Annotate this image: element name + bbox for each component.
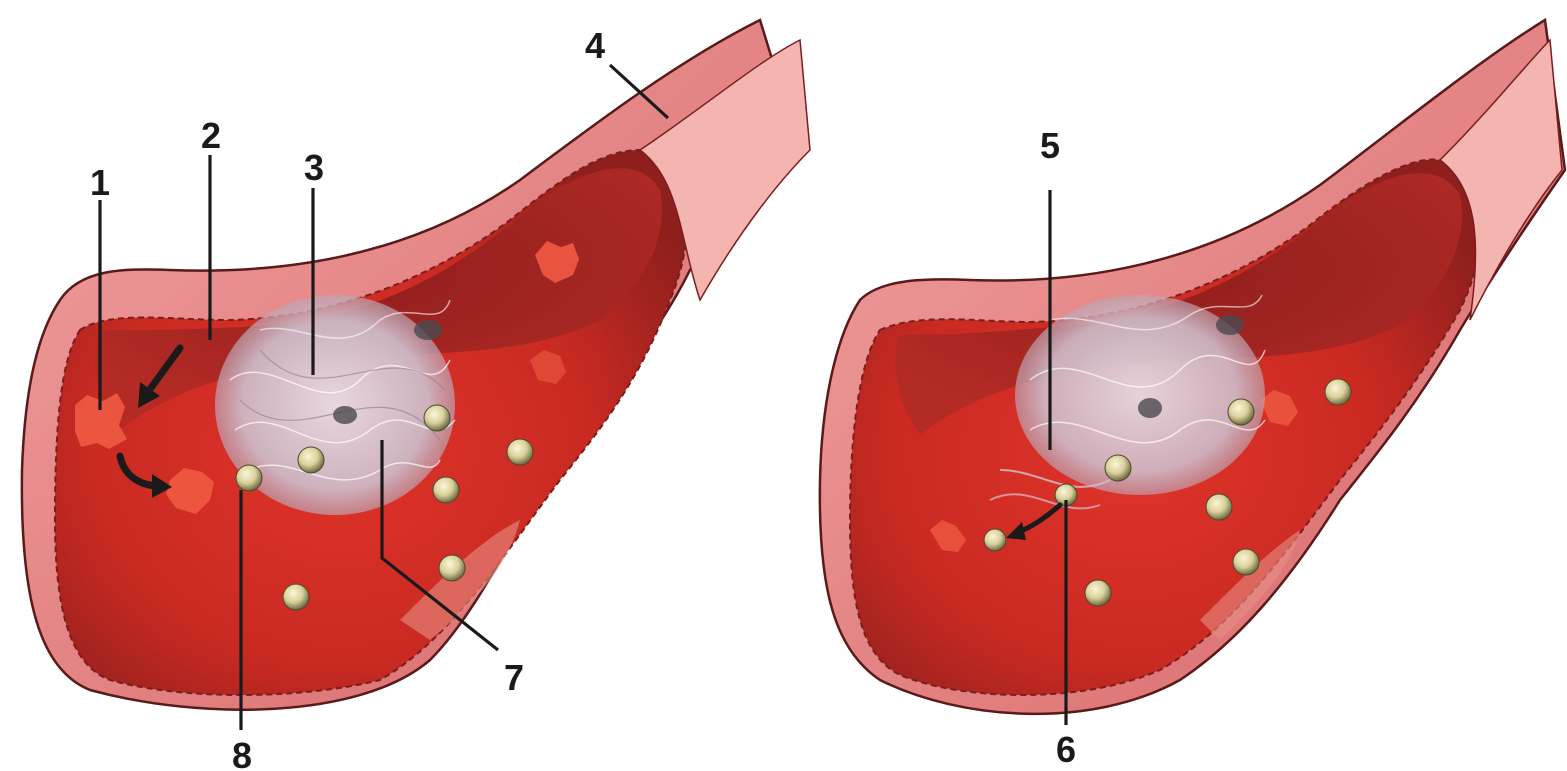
platelet [984, 529, 1006, 551]
label-8: 8 [232, 735, 252, 771]
platelet [1206, 494, 1232, 520]
platelet [1233, 549, 1259, 575]
platelet [283, 584, 309, 610]
label-7: 7 [504, 657, 524, 698]
platelet [433, 477, 459, 503]
label-1: 1 [90, 162, 110, 203]
platelet [1105, 455, 1131, 481]
platelet [507, 439, 533, 465]
platelet [236, 465, 262, 491]
label-2: 2 [201, 115, 221, 156]
left-vessel [22, 20, 810, 730]
label-4: 4 [585, 25, 605, 66]
trapped-cell [333, 406, 357, 424]
label-5: 5 [1040, 125, 1060, 166]
platelet [1228, 399, 1254, 425]
platelet [424, 405, 450, 431]
platelet [1085, 580, 1111, 606]
trapped-cell [1216, 315, 1244, 335]
label-3: 3 [304, 147, 324, 188]
trapped-cell [1138, 398, 1162, 418]
platelet [1325, 379, 1351, 405]
right-vessel [820, 20, 1565, 725]
platelet [298, 447, 324, 473]
trapped-cell [414, 320, 442, 340]
platelet [439, 555, 465, 581]
label-6: 6 [1056, 729, 1076, 770]
